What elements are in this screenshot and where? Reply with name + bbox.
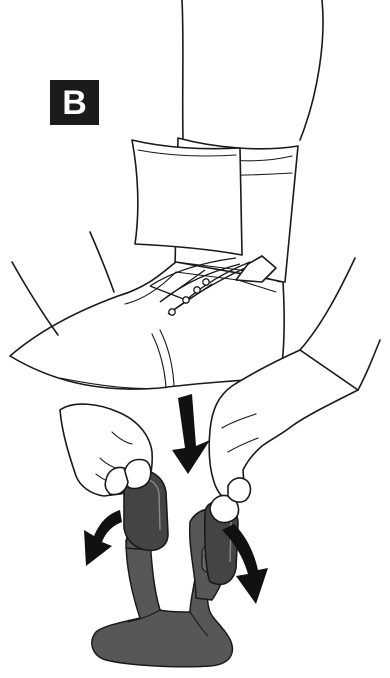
ankle-strap xyxy=(132,140,242,255)
curved-arrow-left-icon xyxy=(84,510,122,566)
step-label-badge: B xyxy=(50,80,99,125)
down-arrow-icon xyxy=(172,394,210,474)
leg xyxy=(182,0,323,140)
eyelet xyxy=(183,297,189,303)
eyelet xyxy=(203,279,209,285)
eyelet xyxy=(194,287,200,293)
eyelet xyxy=(169,309,175,315)
